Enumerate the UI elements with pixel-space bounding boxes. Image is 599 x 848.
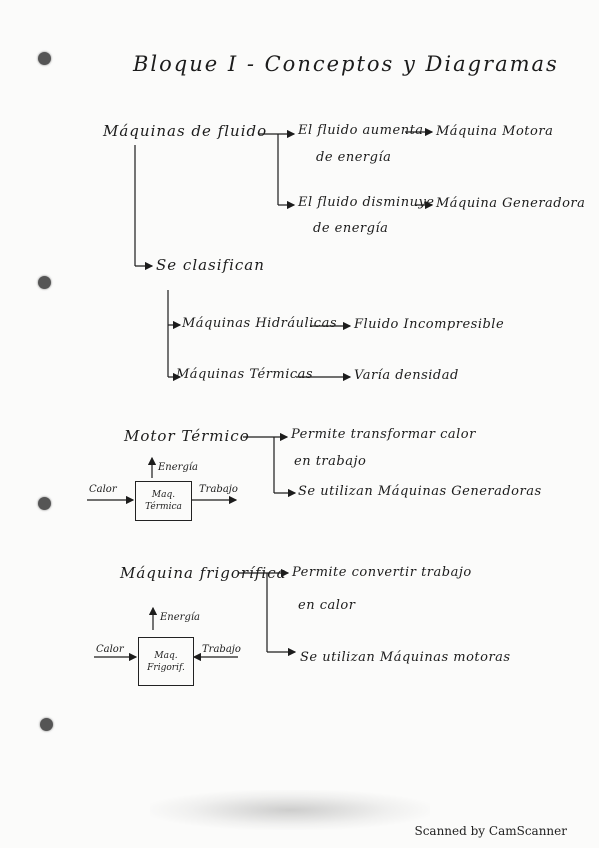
classify-label: Se clasifican: [156, 256, 265, 274]
motor-point2: Se utilizan Máquinas Generadoras: [298, 484, 542, 499]
scanner-watermark: Scanned by CamScanner: [414, 824, 567, 838]
type-hidraulicas-result: Fluido Incompresible: [354, 317, 505, 332]
page-title: Bloque I - Conceptos y Diagramas: [133, 52, 559, 76]
box-line2: Térmica: [145, 502, 182, 512]
binder-hole: [38, 497, 51, 510]
type-termicas: Máquinas Térmicas: [176, 367, 314, 382]
motor-point1-line1: Permite transformar calor: [291, 427, 476, 442]
heading-motor-termico: Motor Térmico: [124, 427, 250, 445]
maquina-frigorifica-box: Maq. Frigorif.: [138, 637, 194, 686]
heading-maquinas-fluido: Máquinas de fluido: [103, 122, 268, 140]
maquina-termica-box: Maq. Térmica: [135, 481, 192, 521]
binder-hole: [40, 718, 53, 731]
motor-point1-line2: en trabajo: [294, 454, 367, 469]
type-hidraulicas: Máquinas Hidráulicas: [182, 316, 338, 331]
branch-b-result: Máquina Generadora: [436, 196, 586, 211]
branch-a-line1: El fluido aumenta: [298, 123, 424, 138]
scan-smudge: [150, 790, 430, 830]
branch-b-line2: de energía: [313, 221, 389, 236]
branch-a-line2: de energía: [316, 150, 392, 165]
binder-hole: [38, 276, 51, 289]
motor-work-label: Trabajo: [199, 484, 238, 495]
frig-energy-label: Energía: [160, 612, 200, 623]
frig-heat-label: Calor: [96, 644, 124, 655]
frig-point2: Se utilizan Máquinas motoras: [300, 650, 511, 665]
motor-heat-label: Calor: [89, 484, 117, 495]
binder-hole: [38, 52, 51, 65]
frig-work-label: Trabajo: [202, 644, 241, 655]
frig-point1-line2: en calor: [298, 598, 356, 613]
branch-a-result: Máquina Motora: [436, 124, 554, 139]
motor-energy-label: Energía: [158, 462, 198, 473]
box-line2: Frigorif.: [147, 662, 185, 673]
type-termicas-result: Varía densidad: [354, 368, 459, 383]
box-line1: Maq.: [154, 650, 178, 661]
branch-b-line1: El fluido disminuye: [298, 195, 435, 210]
box-line1: Maq.: [151, 490, 176, 500]
frig-point1-line1: Permite convertir trabajo: [292, 565, 472, 580]
heading-maquina-frigorifica: Máquina frigorífica: [120, 564, 287, 582]
